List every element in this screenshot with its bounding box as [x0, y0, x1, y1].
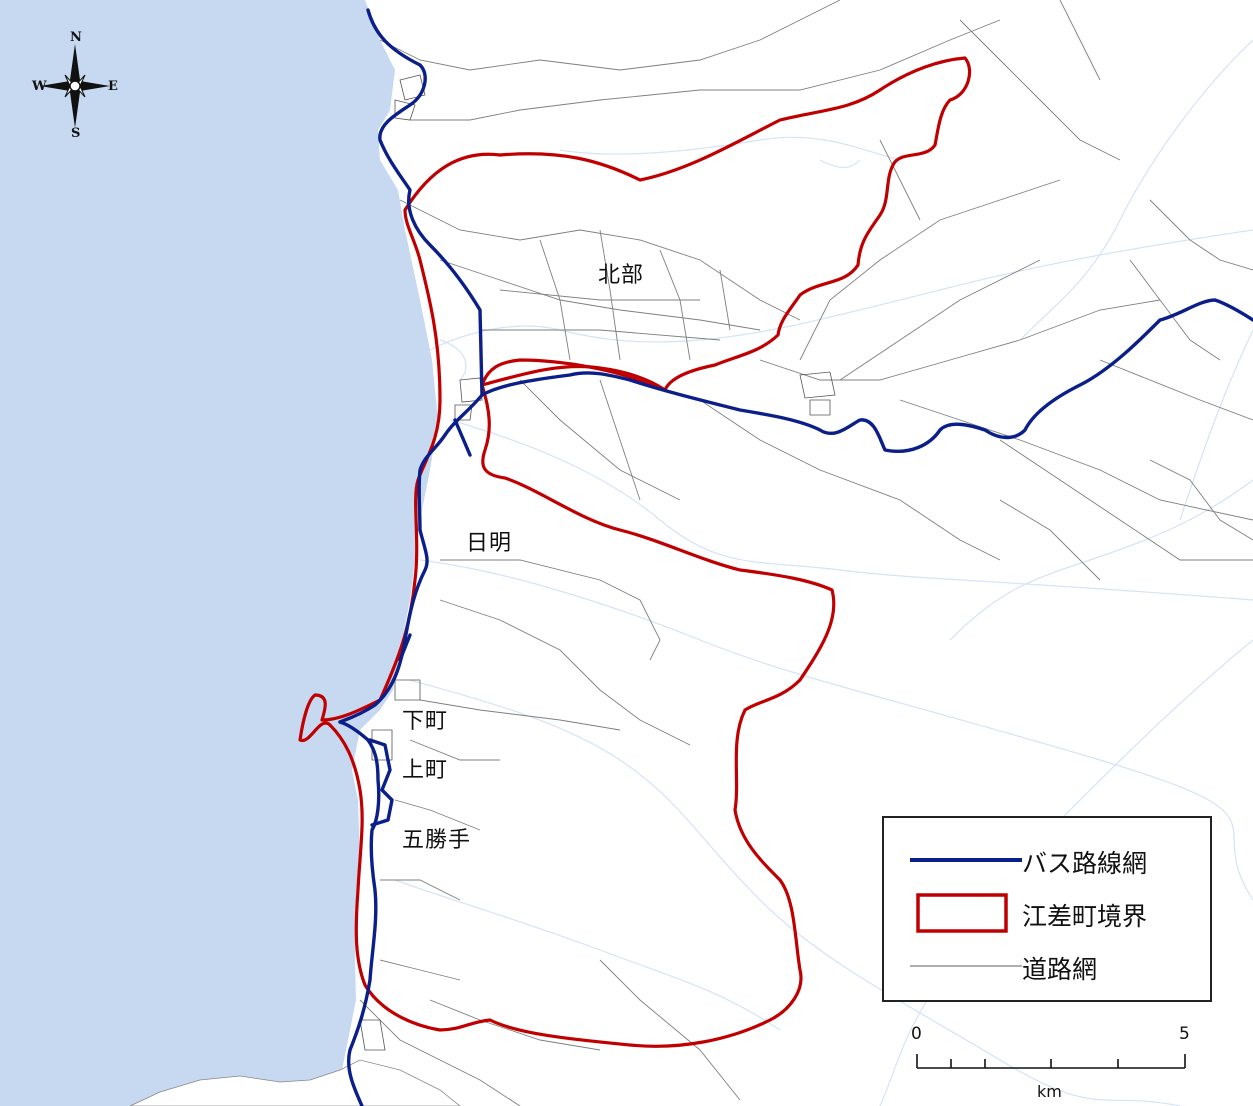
- river-network: [394, 39, 1253, 1106]
- road-network: [359, 0, 1253, 1106]
- scale-unit-label: km: [1037, 1082, 1062, 1101]
- legend-road-label: 道路網: [1022, 955, 1098, 984]
- legend-road-line-icon: [910, 965, 1022, 967]
- sea-area: [0, 0, 438, 1106]
- map-legend: バス路線網 江差町境界 道路網: [882, 816, 1212, 1002]
- compass-west: W: [32, 79, 47, 94]
- esashi-town-boundary: [298, 56, 972, 1048]
- compass-rose: N S W E: [30, 30, 120, 141]
- place-label-kamimachi: 上町: [402, 758, 449, 783]
- legend-row-bus: バス路線網: [884, 840, 1210, 880]
- scale-start-label: 0: [911, 1024, 922, 1044]
- legend-row-boundary: 江差町境界: [884, 893, 1210, 933]
- place-label-hokubu: 北部: [598, 263, 645, 288]
- scale-bar-graphic: [916, 1054, 1186, 1069]
- boundary-inner-divide: [481, 364, 666, 392]
- legend-boundary-box-icon: [916, 893, 1008, 933]
- compass-south: S: [71, 126, 81, 141]
- place-label-shimomachi: 下町: [402, 709, 449, 734]
- compass-rose-icon: [40, 44, 110, 128]
- land-south-coast: [129, 1059, 461, 1106]
- legend-bus-label: バス路線網: [1022, 849, 1148, 878]
- bus-route-network: [338, 8, 1253, 1106]
- legend-boundary-label: 江差町境界: [1022, 902, 1148, 931]
- compass-north: N: [70, 30, 82, 45]
- place-label-gokatte: 五勝手: [402, 828, 472, 853]
- legend-bus-line-icon: [910, 858, 1022, 862]
- compass-east: E: [108, 79, 118, 94]
- legend-row-road: 道路網: [884, 946, 1210, 986]
- scale-bar: 0 5 km: [905, 1020, 1205, 1106]
- place-label-hiaki: 日明: [466, 531, 513, 556]
- scale-end-label: 5: [1179, 1024, 1190, 1044]
